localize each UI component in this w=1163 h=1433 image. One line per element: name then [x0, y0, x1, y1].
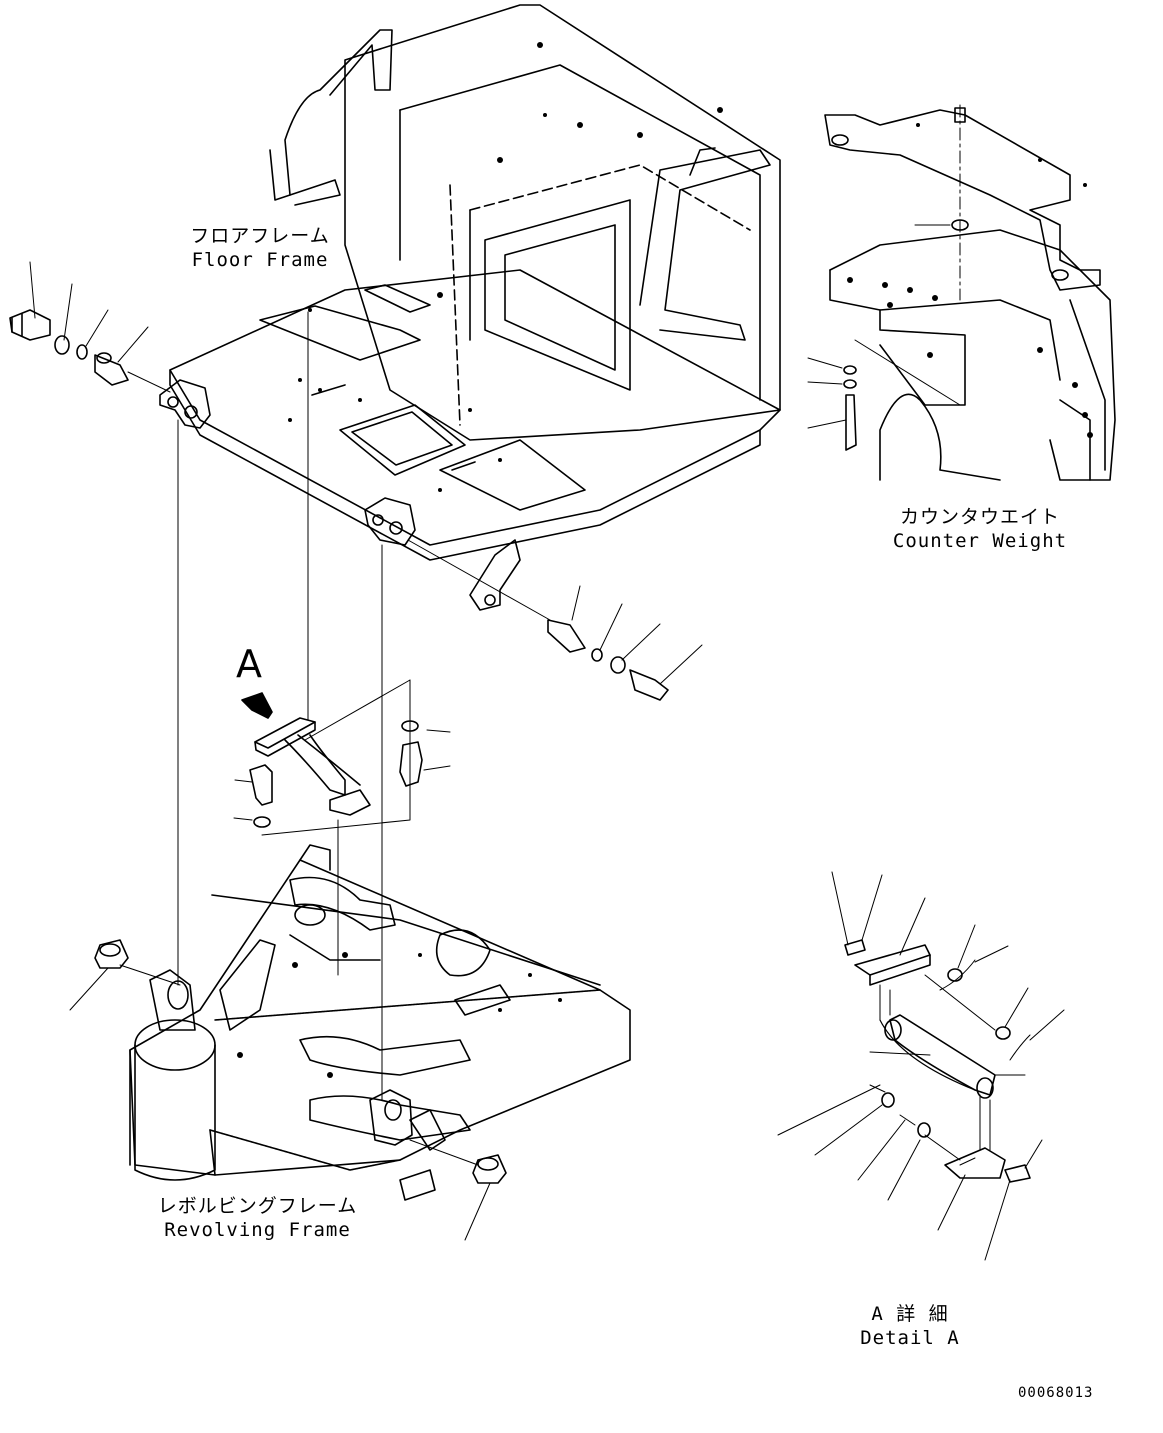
- right-fastener-stack: [408, 540, 702, 700]
- detail-a-label-en: Detail A: [860, 1327, 960, 1349]
- revolving-frame: [70, 845, 630, 1240]
- counter-weight-label: カウンタウエイト Counter Weight: [878, 505, 1082, 553]
- floor-frame: [160, 5, 780, 610]
- alignment-lines: [178, 312, 382, 1100]
- left-fastener-stack: [10, 262, 170, 392]
- revolving-frame-label-jp: レボルビングフレーム: [157, 1195, 358, 1217]
- counter-weight-label-en: Counter Weight: [892, 530, 1068, 552]
- revolving-frame-label-en: Revolving Frame: [164, 1219, 351, 1241]
- stay-assembly: [234, 680, 450, 835]
- detail-a-label-jp: A 詳 細: [871, 1303, 949, 1325]
- floor-frame-label-en: Floor Frame: [191, 249, 329, 271]
- floor-frame-label-jp: フロアフレーム: [190, 225, 330, 247]
- revolving-frame-label: レボルビングフレーム Revolving Frame: [150, 1194, 365, 1242]
- counter-weight-label-jp: カウンタウエイト: [899, 506, 1060, 528]
- counter-weight-inset: [808, 105, 1115, 480]
- drawing-code: 00068013: [1018, 1385, 1094, 1401]
- view-a-letter: A: [236, 642, 262, 686]
- detail-a-label: A 詳 細 Detail A: [850, 1302, 970, 1350]
- floor-frame-label: フロアフレーム Floor Frame: [180, 224, 340, 272]
- detail-a: [778, 872, 1064, 1260]
